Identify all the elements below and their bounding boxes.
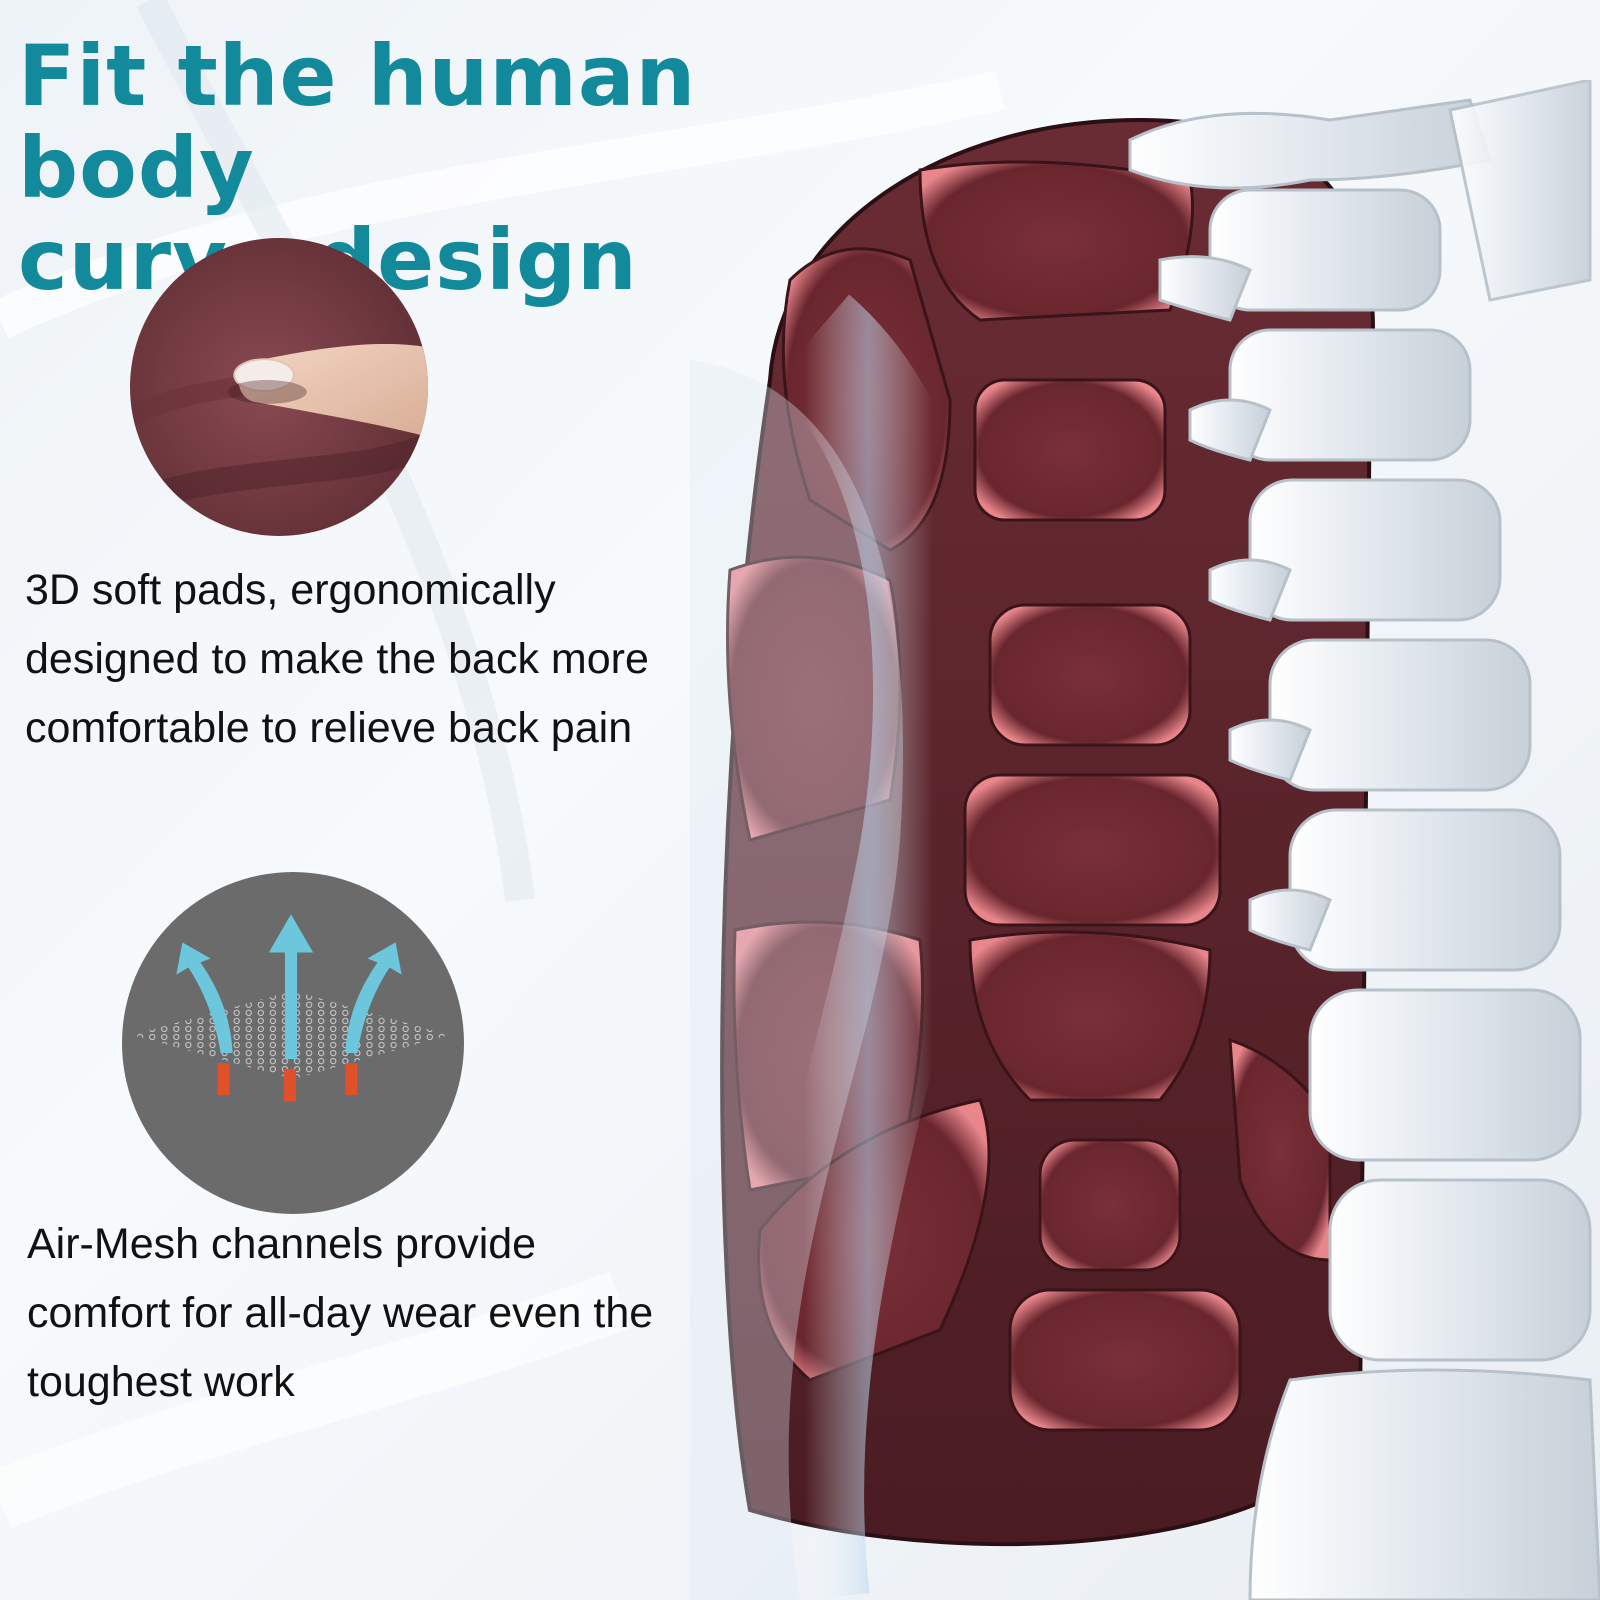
finger-press-pad-icon <box>130 238 428 536</box>
headline-line-1: Fit the human body <box>18 27 697 217</box>
headline: Fit the human body curve design <box>18 30 918 306</box>
air-mesh-airflow-icon <box>122 872 464 1214</box>
pad-feature-text: 3D soft pads, ergonomically designed to … <box>25 566 649 752</box>
mesh-feature-text: Air-Mesh channels provide comfort for al… <box>27 1220 654 1406</box>
lumbar-support-pad-illustration <box>690 80 1600 1600</box>
